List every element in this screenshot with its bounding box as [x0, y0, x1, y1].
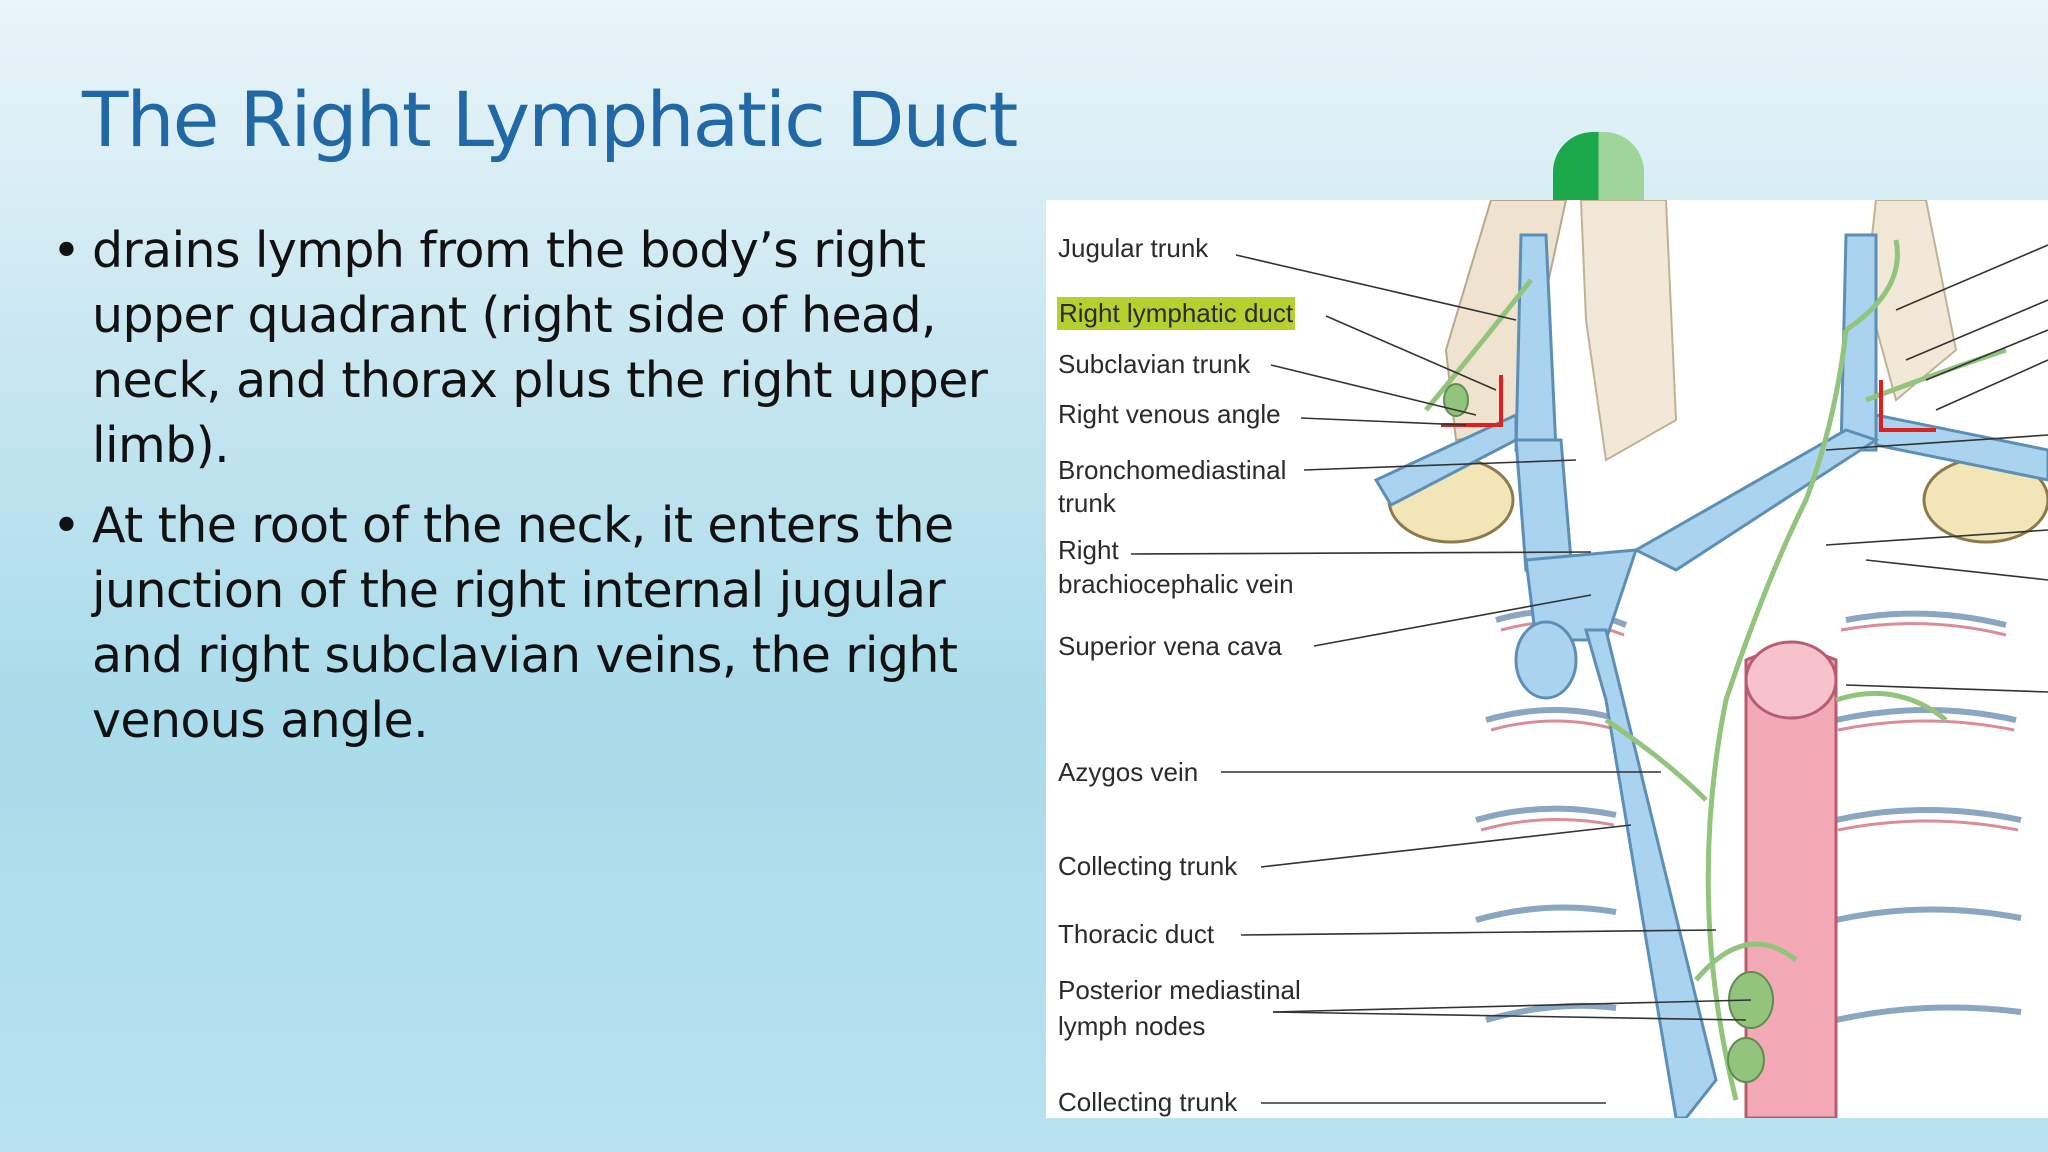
leader-line [1260, 824, 1632, 868]
anatomy-figure: Jugular trunk Right lymphatic duct Subcl… [1046, 200, 2048, 1118]
leader-line [1325, 315, 1497, 391]
bullet-symbol: • [52, 222, 81, 279]
decorative-tab [1553, 132, 1644, 210]
leader-line [1300, 417, 1467, 426]
rib [1475, 805, 1617, 823]
bullet-text: drains lymph from the body’s right upper… [92, 222, 988, 474]
lymph-node [1727, 1037, 1765, 1083]
label-right-brachiocephalic-vein-line2: brachiocephalic vein [1058, 569, 1294, 599]
thoracic-duct [1705, 329, 1849, 1101]
bullet-symbol: • [52, 497, 81, 554]
intercostal-artery [1480, 818, 1615, 832]
label-bronchomediastinal-trunk-line2: trunk [1058, 488, 1116, 518]
label-posterior-mediastinal-lymph-nodes: Posterior mediastinal [1058, 975, 1301, 1005]
label-bronchomediastinal-trunk: Bronchomediastinal [1058, 455, 1287, 485]
lymph-vessel [1865, 347, 2007, 403]
rib [1845, 610, 2007, 628]
lymph-vessel [1604, 717, 1708, 802]
leader-line [1270, 364, 1477, 416]
leader-line [1303, 459, 1577, 471]
rib [1835, 807, 2022, 823]
leader-line [1240, 929, 1717, 936]
leader-line [1925, 329, 2048, 381]
bullet-item: • drains lymph from the body’s right upp… [52, 218, 1012, 478]
leader-line [1865, 559, 2048, 581]
leader-line [1895, 244, 2048, 311]
leader-line [1130, 551, 1592, 555]
intercostal-artery [1490, 719, 1619, 732]
rib [1475, 904, 1617, 923]
bullet-list: • drains lymph from the body’s right upp… [52, 218, 1012, 768]
rib [1835, 906, 2022, 923]
leader-line [1272, 1011, 1747, 1021]
label-superior-vena-cava: Superior vena cava [1058, 631, 1283, 661]
label-subclavian-trunk: Subclavian trunk [1058, 349, 1251, 379]
label-right-venous-angle: Right venous angle [1058, 399, 1281, 429]
label-collecting-trunk-lower: Collecting trunk [1058, 1087, 1238, 1117]
bullet-text: At the root of the neck, it enters the j… [92, 497, 958, 749]
leader-line [1235, 254, 1517, 321]
azygos-arch [1514, 620, 1578, 700]
label-right-brachiocephalic-vein: Right [1058, 535, 1119, 565]
label-posterior-mediastinal-lymph-nodes-line2: lymph nodes [1058, 1011, 1206, 1041]
left-internal-jugular-vein [1839, 233, 1878, 452]
rib [1835, 1004, 2022, 1023]
leader-line [1905, 299, 2048, 361]
label-azygos-vein: Azygos vein [1058, 757, 1199, 787]
label-right-lymphatic-duct: Right lymphatic duct [1057, 297, 1296, 330]
right-brachiocephalic-vein [1514, 438, 1573, 572]
rib [1485, 707, 1622, 723]
leader-line [1313, 594, 1592, 647]
lymph-node [1443, 383, 1469, 417]
label-jugular-trunk: Jugular trunk [1058, 233, 1209, 263]
leader-line [1935, 359, 2048, 411]
label-collecting-trunk: Collecting trunk [1058, 851, 1238, 881]
lymph-vessel [1694, 941, 1798, 982]
aorta-top [1744, 640, 1838, 720]
azygos-vein [1584, 628, 1718, 1118]
leader-line [1845, 684, 2048, 693]
left-venous-angle-marker [1879, 380, 1936, 432]
left-brachiocephalic-vein [1632, 428, 1880, 572]
anatomy-illustration [1130, 200, 2048, 1118]
label-thoracic-duct: Thoracic duct [1058, 919, 1215, 949]
lymph-vessel [1835, 690, 1948, 722]
lymph-vessel [1844, 239, 1900, 333]
rib [1835, 707, 2017, 723]
intercostal-artery [1837, 819, 2019, 832]
intercostal-artery [1840, 622, 2007, 637]
right-lymphatic-duct [1424, 278, 1533, 412]
leader-line [1272, 999, 1752, 1013]
leader-line [1825, 434, 2048, 451]
slide-title: The Right Lymphatic Duct [82, 75, 1018, 164]
neck-muscle-center [1579, 200, 1678, 462]
bullet-item: • At the root of the neck, it enters the… [52, 493, 1012, 753]
intercostal-artery [1837, 719, 2015, 732]
leader-line [1825, 529, 2048, 546]
